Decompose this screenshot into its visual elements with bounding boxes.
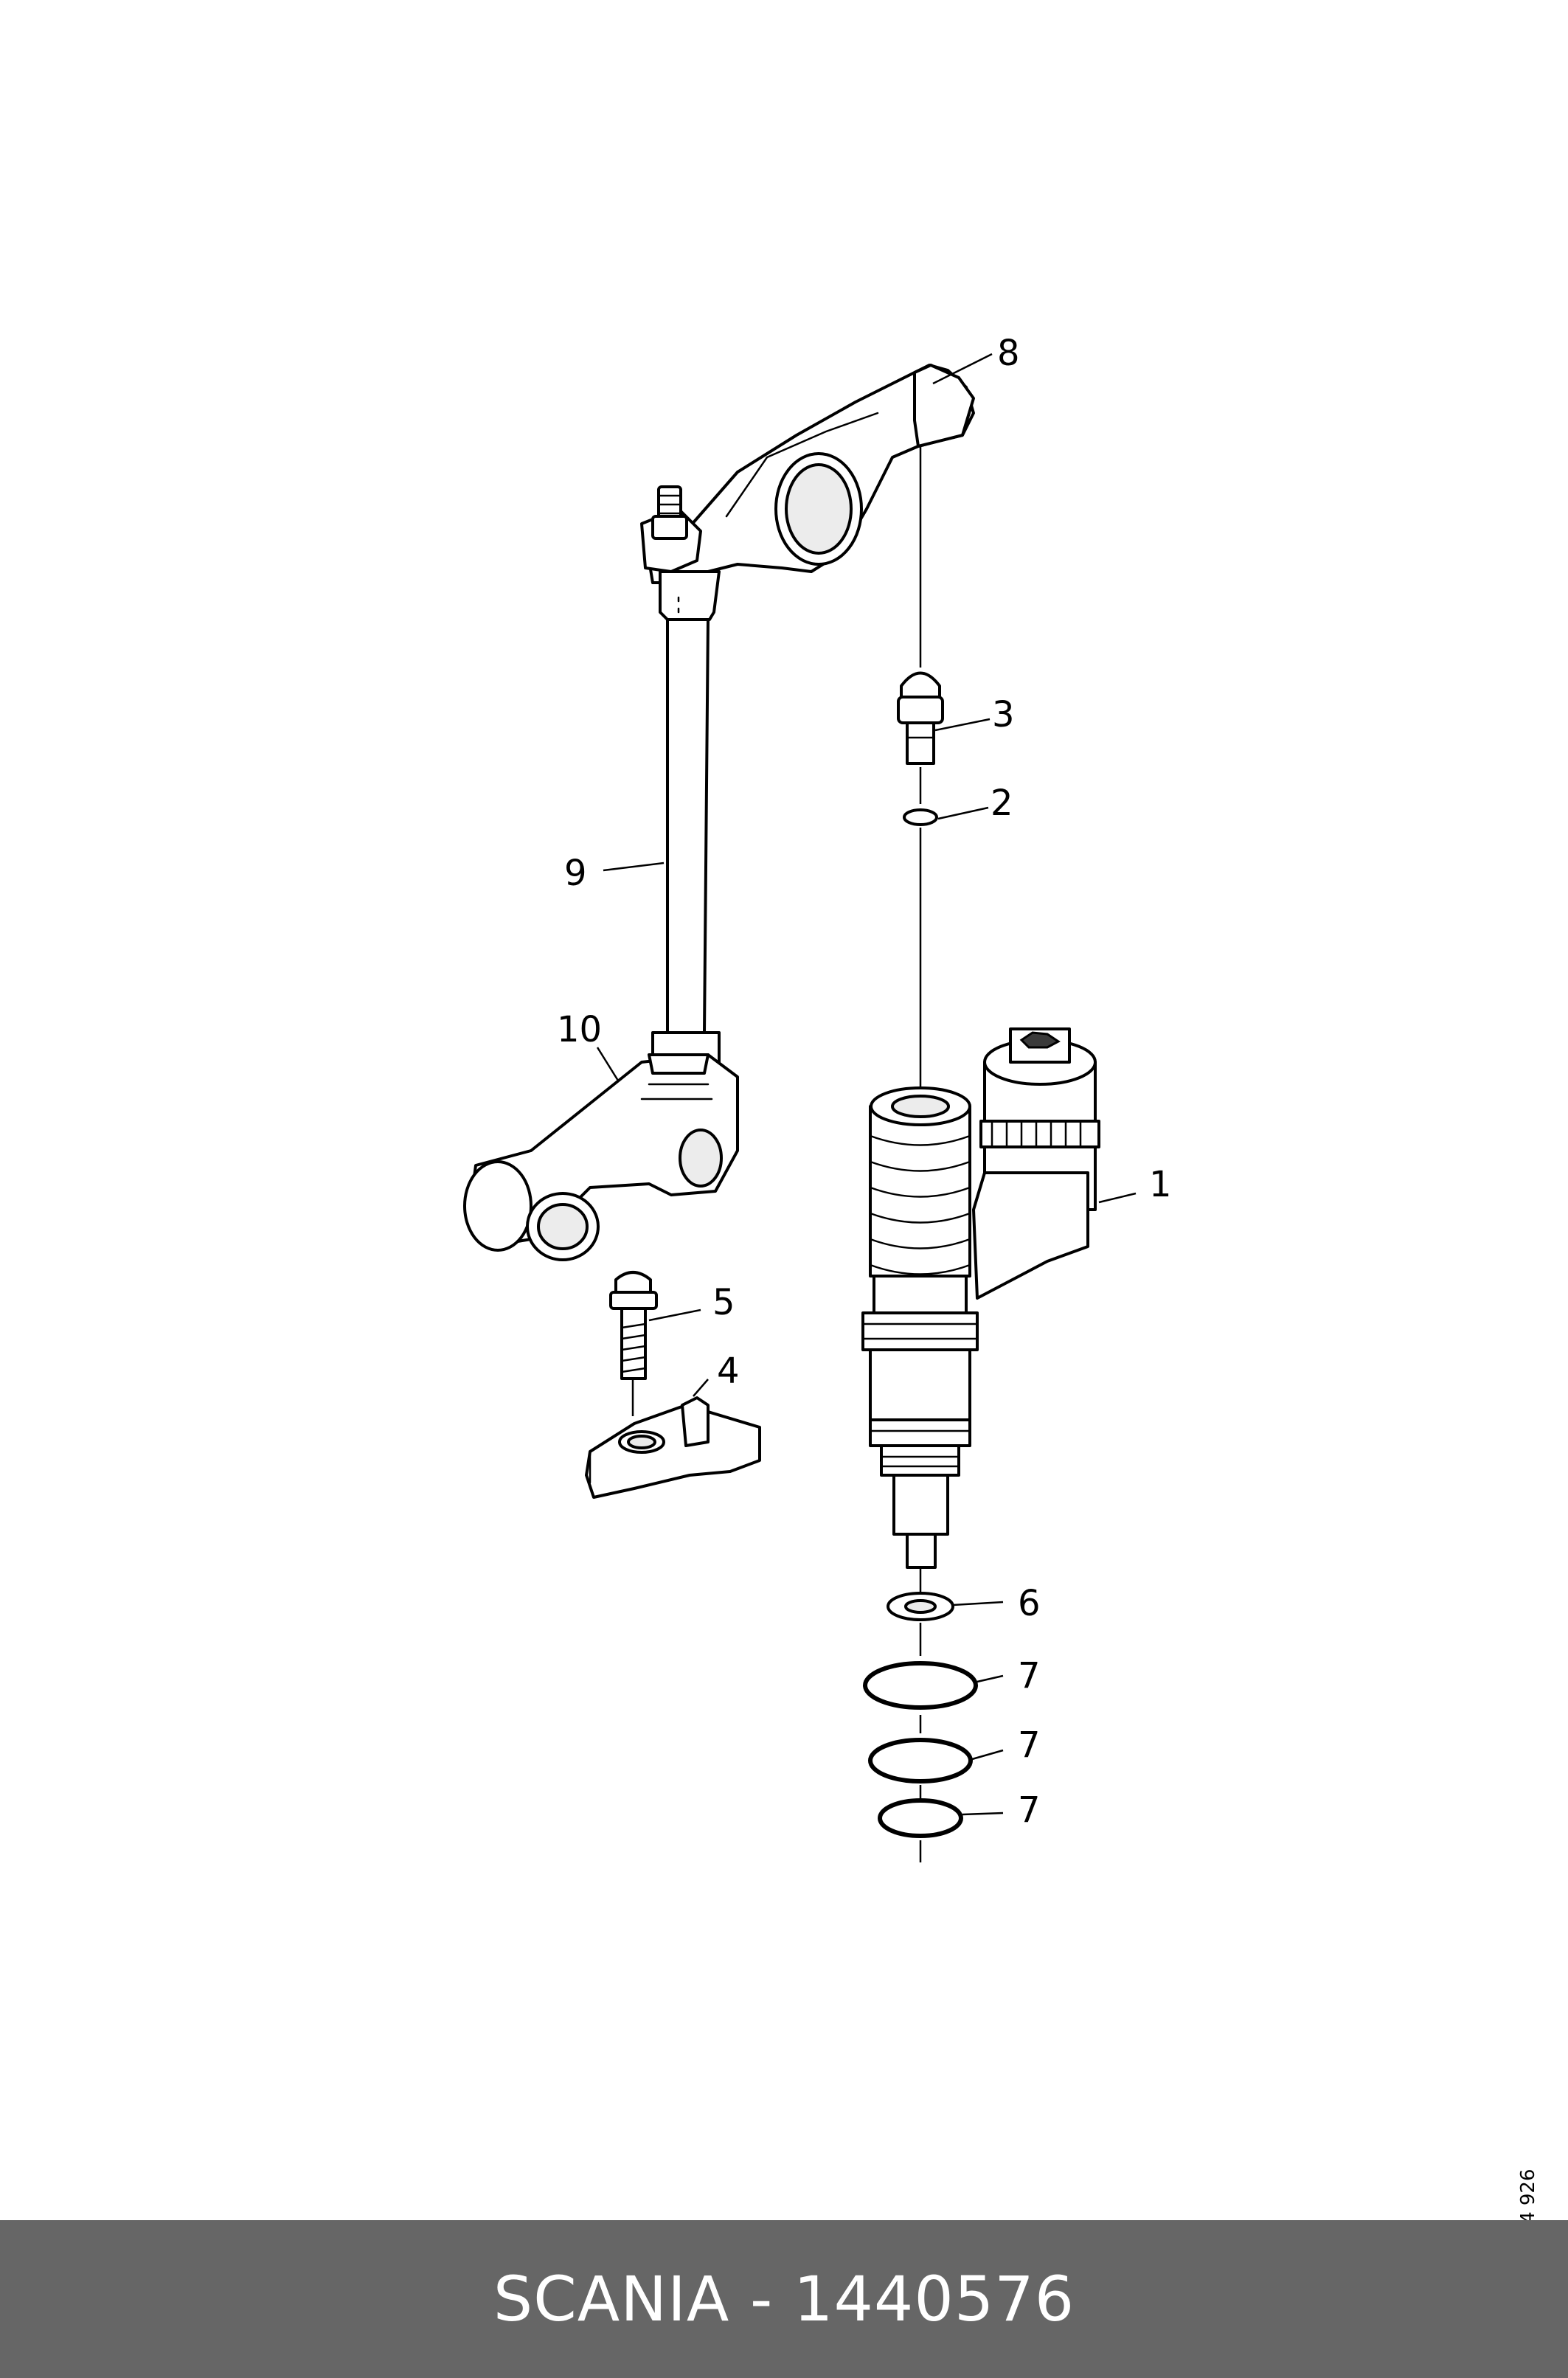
callout-8: 8 — [997, 333, 1020, 374]
footer-title: SCANIA - 1440576 — [493, 2263, 1075, 2335]
callout-7a: 7 — [1018, 1655, 1041, 1696]
callout-3: 3 — [992, 694, 1015, 735]
footer-bar: SCANIA - 1440576 — [0, 2220, 1568, 2378]
push-rod-part — [603, 570, 721, 1064]
callout-2: 2 — [991, 783, 1013, 824]
washer-part — [887, 1567, 1004, 1621]
clamp-part — [585, 1379, 761, 1499]
snap-ring-part — [903, 767, 989, 826]
callout-6: 6 — [1018, 1583, 1041, 1624]
bolt-part — [609, 1271, 701, 1416]
exploded-parts-diagram: 1 2 3 4 5 6 7 7 7 8 9 10 — [463, 333, 1172, 1862]
unit-injector-part — [861, 828, 1137, 1569]
cam-follower-part — [463, 1047, 739, 1261]
callout-1: 1 — [1149, 1164, 1172, 1205]
callout-10: 10 — [557, 1009, 602, 1050]
o-rings-part — [863, 1623, 1004, 1862]
callout-9: 9 — [564, 853, 587, 894]
callout-5: 5 — [712, 1282, 735, 1323]
rocker-arm-part — [640, 353, 993, 584]
plunger-part — [897, 446, 991, 765]
callout-7c: 7 — [1018, 1789, 1041, 1831]
callout-7b: 7 — [1018, 1724, 1041, 1766]
callout-4: 4 — [717, 1351, 740, 1392]
